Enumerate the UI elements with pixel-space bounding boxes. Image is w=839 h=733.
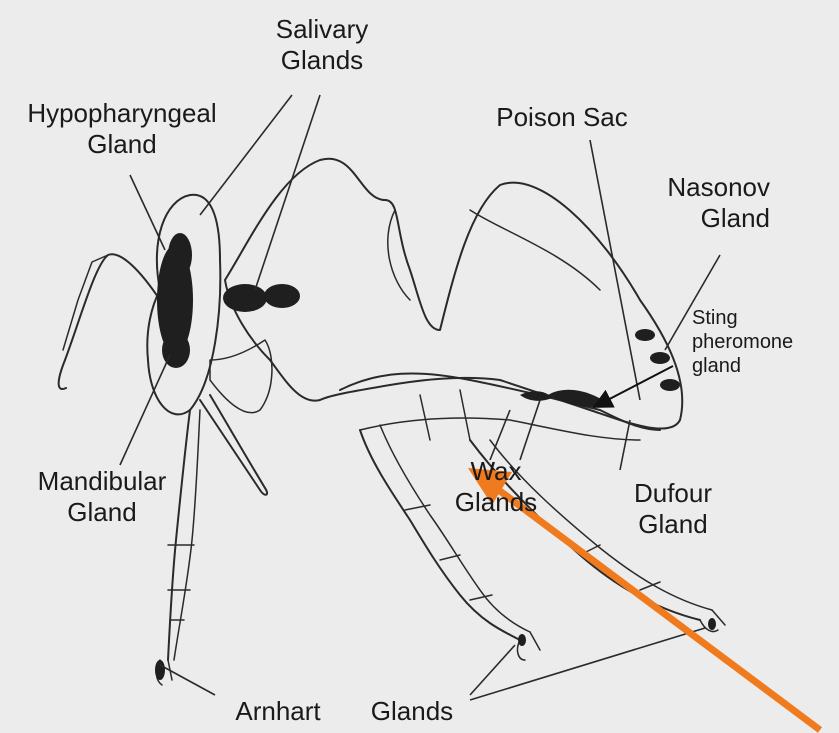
label-salivary-glands: Salivary Glands: [262, 14, 382, 75]
abdomen-segments: [340, 373, 660, 430]
antenna: [59, 254, 160, 389]
label-poison-sac: Poison Sac: [482, 102, 642, 133]
salivary-gland-shape: [223, 284, 267, 312]
label-dufour-gland: Dufour Gland: [598, 478, 748, 539]
front-leg: [168, 410, 190, 660]
label-glands: Glands: [352, 696, 472, 727]
label-sting-pheromone-gland: Sting pheromone gland: [692, 306, 837, 378]
label-wax-glands: Wax Glands: [436, 456, 556, 517]
label-arnhart: Arnhart: [218, 696, 338, 727]
label-nasonov-gland: Nasonov Gland: [620, 172, 770, 233]
label-mandibular-gland: Mandibular Gland: [2, 466, 202, 527]
label-hypopharyngeal-gland: Hypopharyngeal Gland: [2, 98, 242, 159]
mouth-parts: [200, 395, 267, 495]
